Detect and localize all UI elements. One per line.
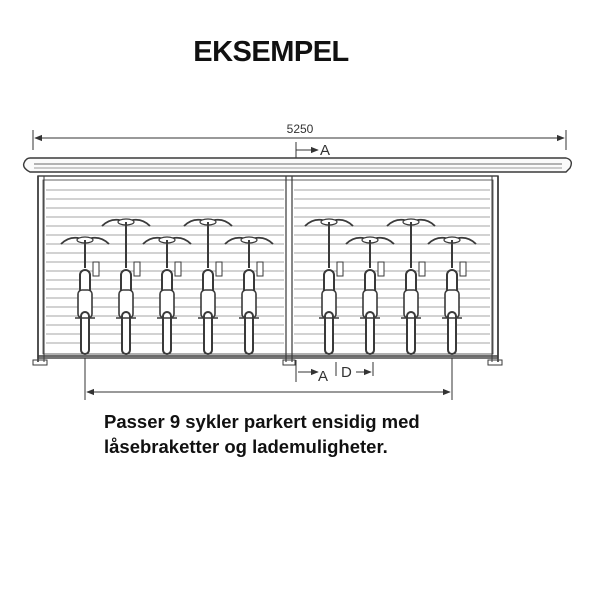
bicycle: [101, 218, 151, 355]
bicycle: [386, 218, 436, 355]
bicycle: [224, 236, 274, 355]
roof: [22, 157, 573, 173]
bicycle: [427, 236, 477, 355]
bicycle: [142, 236, 192, 355]
shelter-frame: [32, 175, 503, 366]
bicycle: [304, 218, 354, 355]
caption-line-2: låsebraketter og lademuligheter.: [104, 436, 388, 457]
dimension-total-label: 5250: [287, 122, 314, 136]
bicycle: [345, 236, 395, 355]
drawing-title: EKSEMPEL: [193, 36, 349, 68]
section-label-bottom: A: [318, 368, 328, 385]
bicycles: [60, 218, 477, 355]
detail-label: D: [341, 364, 352, 381]
inner-dimension: [84, 358, 453, 400]
caption-line-1: Passer 9 sykler parkert ensidig med: [104, 411, 420, 432]
bicycle: [60, 236, 110, 355]
section-marker-bottom: A D: [295, 360, 374, 385]
bicycle: [183, 218, 233, 355]
overall-dimension: 5250: [32, 122, 567, 150]
section-label-top: A: [320, 142, 330, 159]
caption: Passer 9 sykler parkert ensidig med låse…: [104, 409, 524, 459]
section-marker-top: A: [295, 142, 330, 160]
